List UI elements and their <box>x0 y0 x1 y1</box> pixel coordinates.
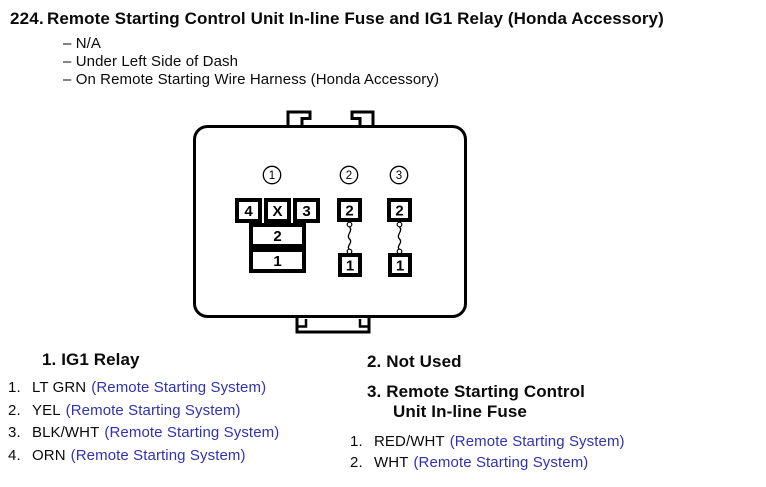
wire-color: BLK/WHT <box>32 424 100 441</box>
relay-pin-3-label: 3 <box>302 203 310 220</box>
wire-item-number: 2. <box>350 454 363 471</box>
connector-1-callout-label: 1 <box>269 170 275 182</box>
connector-3-pin-1-label: 1 <box>396 258 404 275</box>
connector-2-pin-1-label: 1 <box>346 258 354 275</box>
wire-system-link: (Remote Starting System) <box>91 379 267 396</box>
connector-2-callout-label: 2 <box>346 170 352 182</box>
legend-heading-fuse-line1: 3. Remote Starting Control <box>367 382 585 401</box>
wire-color: WHT <box>374 454 409 471</box>
page-title: Remote Starting Control Unit In-line Fus… <box>47 9 664 28</box>
mounting-tab-bottom-hook-right <box>358 319 369 328</box>
mounting-tab-top-left <box>286 110 312 126</box>
relay-pin-2-label: 2 <box>273 228 281 245</box>
connector-3-pin-2-box <box>387 198 412 222</box>
jumper-wire-squiggle <box>347 226 352 250</box>
relay-pin-x-label: X <box>272 203 282 220</box>
relay-pin-3-box <box>293 198 320 223</box>
connector-2-callout: 2 <box>339 165 359 185</box>
connector-2-pin-2-box <box>337 198 362 222</box>
wire-list-item: 2. YEL(Remote Starting System) <box>8 402 241 419</box>
location-note-1: – N/A <box>63 35 102 52</box>
connector-3-callout-label: 3 <box>396 170 402 182</box>
item-number: 224. <box>10 9 44 28</box>
wire-item-number: 1. <box>350 433 363 450</box>
wire-color: YEL <box>32 402 61 419</box>
connector-diagram: 1 2 3 4 X 3 2 1 2 1 2 1 <box>193 110 467 334</box>
wire-color: LT GRN <box>32 379 87 396</box>
relay-connector-block: 4 X 3 2 1 <box>235 198 320 273</box>
relay-pin-1-box <box>249 248 306 273</box>
connector-1-callout: 1 <box>262 165 282 185</box>
wire-system-link: (Remote Starting System) <box>70 447 246 464</box>
location-note-2: – Under Left Side of Dash <box>63 53 239 70</box>
relay-pin-1-label: 1 <box>273 253 281 270</box>
legend-heading-not-used: 2. Not Used <box>367 352 462 371</box>
wire-item-number: 3. <box>8 424 21 441</box>
legend-heading-fuse-line2: Unit In-line Fuse <box>393 402 527 421</box>
connector-3-callout: 3 <box>389 165 409 185</box>
wire-color: RED/WHT <box>374 433 445 450</box>
relay-pin-4-label: 4 <box>244 203 253 220</box>
wire-list-item: 4. ORN(Remote Starting System) <box>8 447 246 464</box>
relay-pin-x-box <box>264 198 291 223</box>
mounting-tab-bottom <box>295 317 371 334</box>
wire-system-link: (Remote Starting System) <box>413 454 589 471</box>
relay-pin-4-box <box>235 198 262 223</box>
mounting-tab-top-right <box>350 110 375 126</box>
wire-item-number: 1. <box>8 379 21 396</box>
wire-list-item: 1. RED/WHT(Remote Starting System) <box>350 433 625 450</box>
wire-terminal-dot <box>346 221 353 228</box>
wire-system-link: (Remote Starting System) <box>65 402 241 419</box>
connector-2-pin-2-label: 2 <box>345 203 353 220</box>
relay-pin-2-box <box>249 223 306 248</box>
mounting-tab-bottom-hook-left <box>297 319 308 328</box>
wire-list-item: 2. WHT(Remote Starting System) <box>350 454 588 471</box>
location-note-3: – On Remote Starting Wire Harness (Honda… <box>63 71 440 88</box>
connector-3-pin-1-box <box>388 253 412 277</box>
connector-2-block: 2 1 <box>337 198 362 277</box>
fuse-wire-squiggle <box>397 226 402 250</box>
wire-item-number: 2. <box>8 402 21 419</box>
wire-list-item: 1. LT GRN(Remote Starting System) <box>8 379 266 396</box>
wire-system-link: (Remote Starting System) <box>449 433 625 450</box>
connector-2-pin-1-box <box>338 253 362 277</box>
connector-3-block: 2 1 <box>387 198 412 277</box>
wire-color: ORN <box>32 447 66 464</box>
connector-3-pin-2-label: 2 <box>395 203 403 220</box>
wire-item-number: 4. <box>8 447 21 464</box>
legend-heading-ig1-relay: 1. IG1 Relay <box>42 350 140 369</box>
wire-terminal-dot <box>396 221 403 228</box>
wire-list-item: 3. BLK/WHT(Remote Starting System) <box>8 424 279 441</box>
wire-system-link: (Remote Starting System) <box>104 424 280 441</box>
